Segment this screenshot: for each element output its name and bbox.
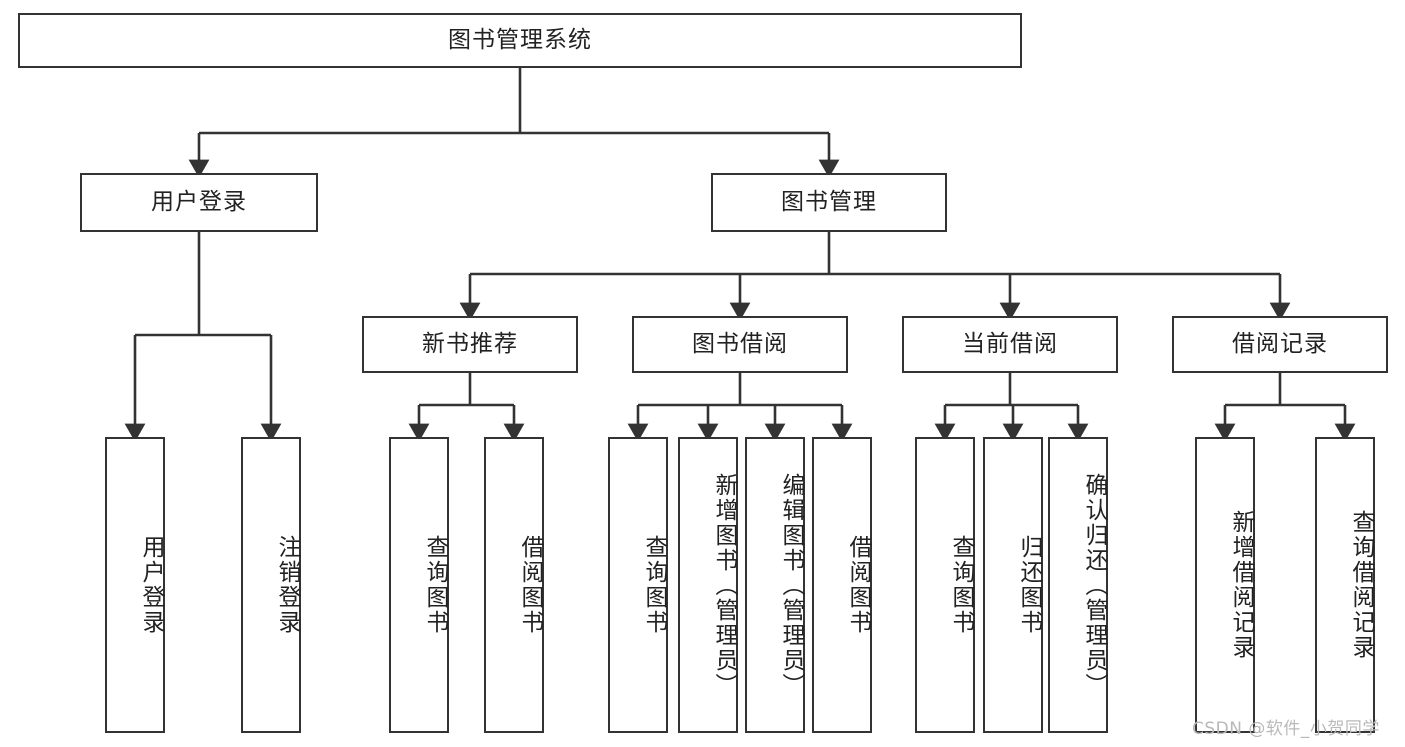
leaf-current-confirm-return-admin[interactable]: 确认归还（管理员）: [1048, 437, 1108, 733]
node-label: 查询借阅记录: [1348, 510, 1374, 660]
leaf-borrow-query-book[interactable]: 查询图书: [608, 437, 668, 733]
node-label: 确认归还（管理员）: [1081, 472, 1107, 698]
node-label: 借阅图书: [845, 535, 871, 635]
node-label: 新增借阅记录: [1228, 510, 1254, 660]
node-label: 查询图书: [641, 535, 667, 635]
node-label: 用户登录: [151, 188, 247, 215]
node-label: 查询图书: [948, 535, 974, 635]
node-current-borrow[interactable]: 当前借阅: [902, 316, 1118, 373]
node-book-management[interactable]: 图书管理: [711, 173, 947, 232]
leaf-current-return-book[interactable]: 归还图书: [983, 437, 1043, 733]
leaf-user-login-login[interactable]: 用户登录: [105, 437, 165, 733]
node-label: 图书借阅: [692, 330, 788, 357]
node-label: 编辑图书（管理员）: [778, 472, 804, 698]
node-book-borrow[interactable]: 图书借阅: [632, 316, 848, 373]
leaf-user-login-logout[interactable]: 注销登录: [241, 437, 301, 733]
node-label: 归还图书: [1016, 535, 1042, 635]
node-label: 注销登录: [274, 535, 300, 635]
node-label: 图书管理系统: [448, 26, 592, 53]
node-borrow-records[interactable]: 借阅记录: [1172, 316, 1388, 373]
leaf-borrow-borrow-book[interactable]: 借阅图书: [812, 437, 872, 733]
node-label: 图书管理: [781, 188, 877, 215]
node-user-login[interactable]: 用户登录: [80, 173, 318, 232]
leaf-borrow-edit-book-admin[interactable]: 编辑图书（管理员）: [745, 437, 805, 733]
node-label: 新增图书（管理员）: [711, 472, 737, 698]
leaf-new-book-query[interactable]: 查询图书: [389, 437, 449, 733]
leaf-records-add-record[interactable]: 新增借阅记录: [1195, 437, 1255, 733]
csdn-watermark: CSDN @软件_小贺同学: [1192, 719, 1380, 739]
node-label: 查询图书: [422, 535, 448, 635]
node-label: 借阅图书: [517, 535, 543, 635]
node-label: 当前借阅: [962, 330, 1058, 357]
node-new-book-recommend[interactable]: 新书推荐: [362, 316, 578, 373]
node-label: 用户登录: [138, 535, 164, 635]
node-label: 新书推荐: [422, 330, 518, 357]
leaf-records-query-record[interactable]: 查询借阅记录: [1315, 437, 1375, 733]
leaf-current-query-book[interactable]: 查询图书: [915, 437, 975, 733]
leaf-borrow-add-book-admin[interactable]: 新增图书（管理员）: [678, 437, 738, 733]
node-root-book-management-system[interactable]: 图书管理系统: [18, 13, 1022, 68]
node-label: 借阅记录: [1232, 330, 1328, 357]
leaf-new-book-borrow[interactable]: 借阅图书: [484, 437, 544, 733]
